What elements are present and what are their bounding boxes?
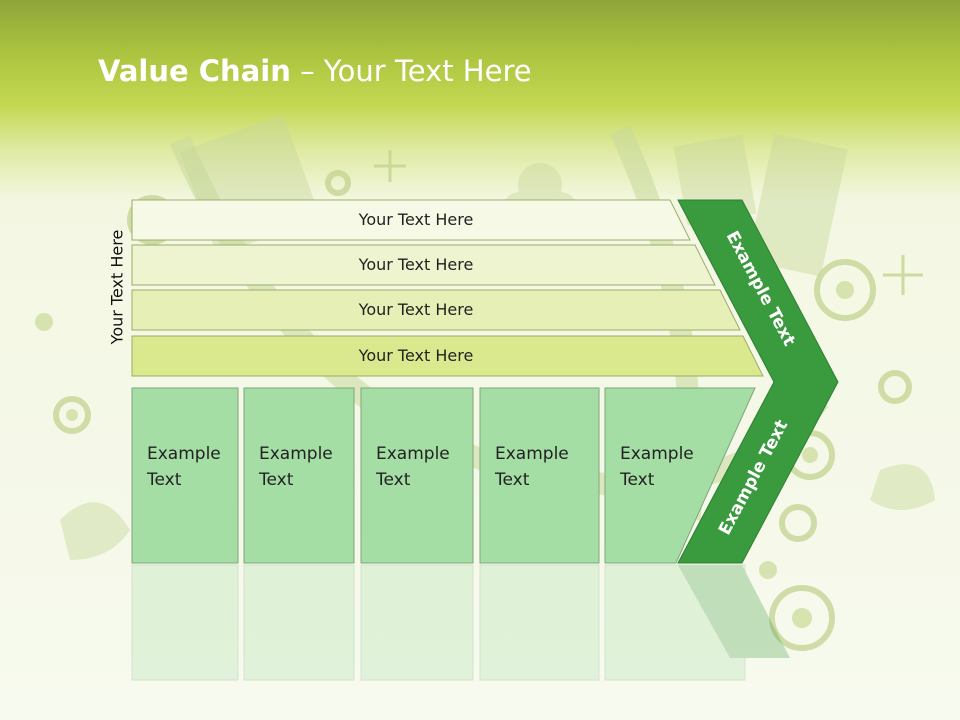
slide-title: Value Chain – Your Text Here xyxy=(98,54,532,88)
primary-block xyxy=(604,387,756,564)
support-row-label: Your Text Here xyxy=(358,300,474,319)
primary-block xyxy=(479,387,600,564)
primary-block-reflection xyxy=(243,564,355,681)
primary-block-label: Example xyxy=(259,444,333,464)
primary-block-label: Text xyxy=(146,470,182,490)
title-rest: – Your Text Here xyxy=(290,54,532,88)
primary-block-reflection xyxy=(360,564,474,681)
margin-chevron xyxy=(677,199,839,564)
primary-block-label: Text xyxy=(619,470,655,490)
primary-block-reflection xyxy=(131,564,239,681)
margin-chevron-reflection xyxy=(678,565,790,658)
support-row-label: Your Text Here xyxy=(358,346,474,365)
primary-block-reflection xyxy=(604,564,746,681)
support-row-label: Your Text Here xyxy=(358,255,474,274)
primary-block-label: Example xyxy=(376,444,450,464)
primary-block-reflection xyxy=(479,564,600,681)
primary-block-label: Example xyxy=(147,444,221,464)
support-row xyxy=(131,244,716,286)
support-row xyxy=(131,335,764,377)
reflection xyxy=(131,564,790,681)
primary-block xyxy=(243,387,355,564)
primary-block-label: Text xyxy=(375,470,411,490)
primary-block xyxy=(131,387,239,564)
primary-block-label: Example xyxy=(495,444,569,464)
support-row xyxy=(131,199,691,241)
primary-block-label: Example xyxy=(620,444,694,464)
support-row xyxy=(131,289,741,331)
primary-block-label: Text xyxy=(258,470,294,490)
support-row-label: Your Text Here xyxy=(358,210,474,229)
primary-block xyxy=(360,387,474,564)
title-bold: Value Chain xyxy=(98,54,291,88)
primary-block-label: Text xyxy=(494,470,530,490)
